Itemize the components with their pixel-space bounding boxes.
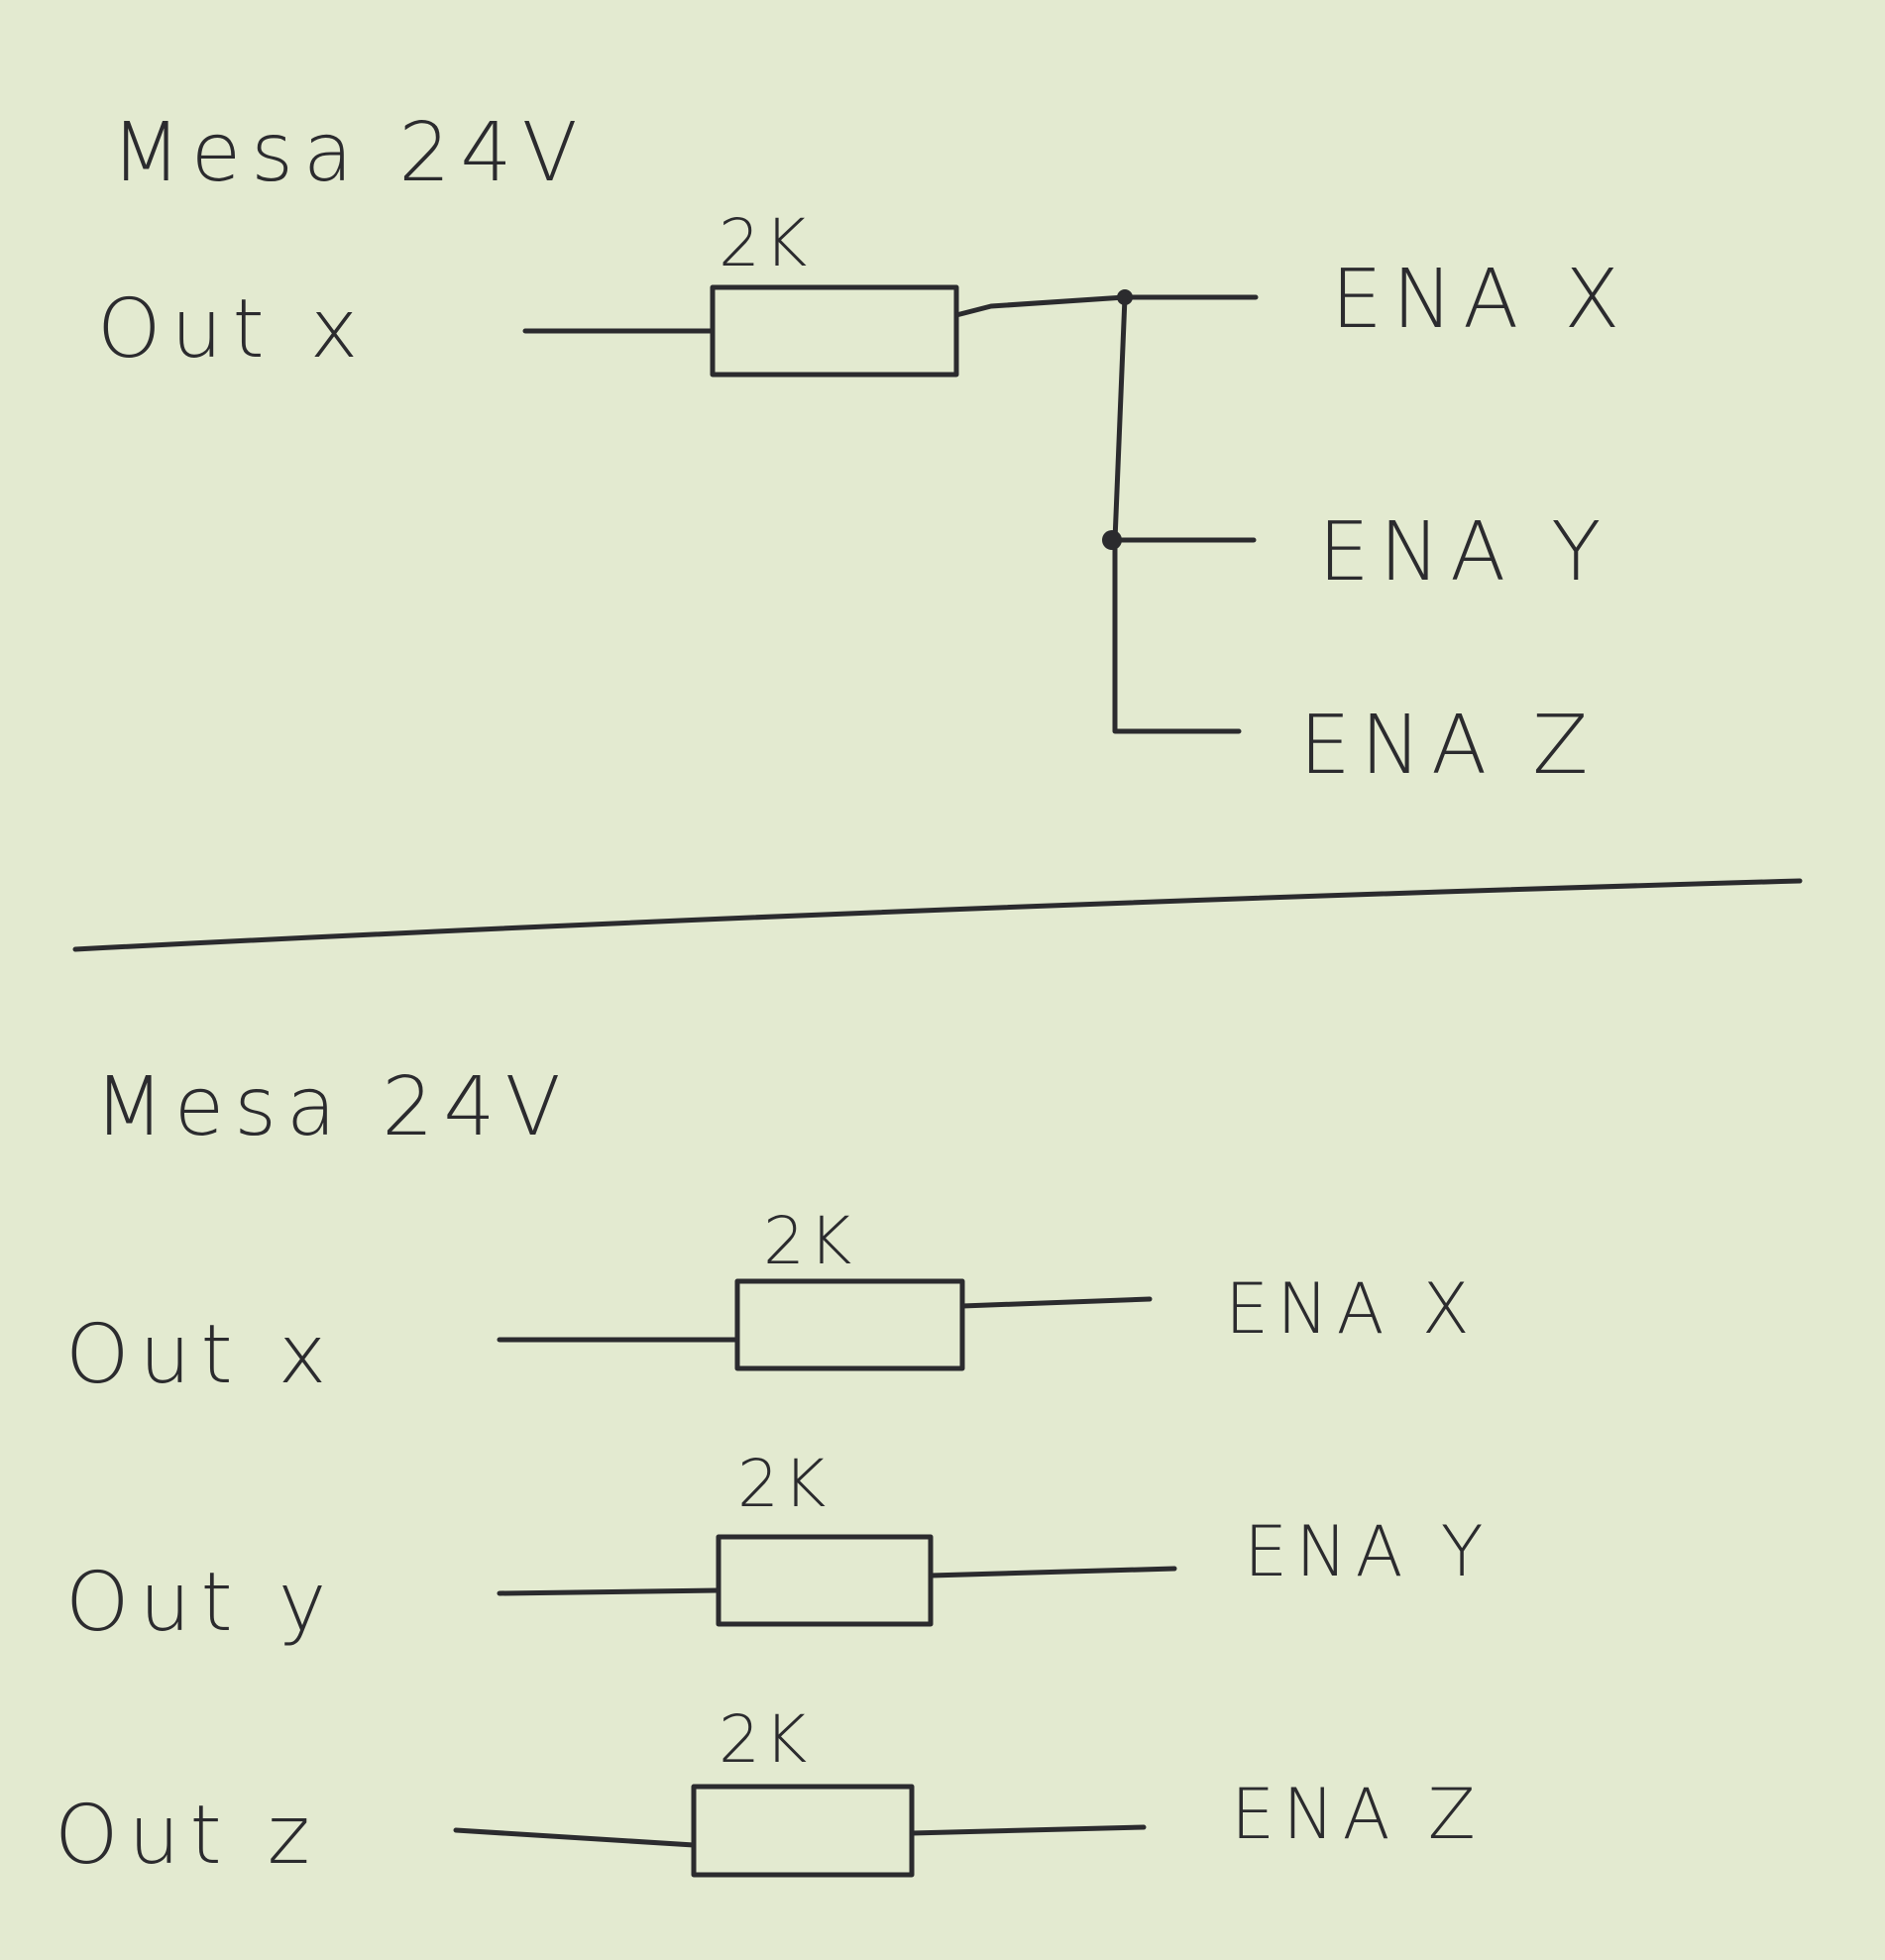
top-title: Mesa 24V [111, 106, 588, 200]
row-resistor-value: 2K [719, 1701, 811, 1778]
bottom-title: Mesa 24V [94, 1060, 571, 1154]
top-bus-wire [1112, 294, 1242, 734]
row-output-label: ENA Y [1244, 1511, 1492, 1592]
row-input-label: Out z [55, 1789, 320, 1883]
row-resistor [716, 1534, 934, 1627]
row-resistor [734, 1278, 965, 1371]
row-resistor-value: 2K [737, 1446, 830, 1522]
top-output-x: ENA X [1331, 253, 1630, 347]
row-input-wire [453, 1827, 697, 1848]
top-resistor-value: 2K [719, 205, 811, 281]
row-output-label: ENA Z [1231, 1774, 1484, 1855]
row-x: Out x 2K ENA X [65, 1203, 1478, 1402]
top-output-y: ENA Y [1318, 505, 1610, 599]
junction-dot [1102, 530, 1122, 550]
row-output-wire [909, 1824, 1147, 1836]
row-input-label: Out x [65, 1308, 336, 1402]
row-z: Out z 2K ENA Z [55, 1701, 1484, 1883]
row-output-wire [959, 1296, 1153, 1309]
row-y: Out y 2K ENA Y [65, 1446, 1492, 1650]
top-output-wire [953, 294, 1259, 318]
row-output-wire [928, 1566, 1177, 1579]
row-output-label: ENA X [1225, 1268, 1478, 1350]
top-circuit: Mesa 24V Out x 2K ENA X ENA Y ENA Z [97, 106, 1630, 793]
top-resistor [710, 284, 959, 378]
row-input-label: Out y [65, 1556, 336, 1650]
top-output-z: ENA Z [1299, 699, 1599, 793]
divider-line [72, 878, 1803, 952]
bottom-circuit: Mesa 24V Out x 2K ENA X Out y 2K ENA Y O… [55, 1060, 1492, 1883]
row-input-wire [497, 1587, 721, 1596]
top-input-label: Out x [97, 282, 368, 377]
row-resistor-value: 2K [763, 1203, 855, 1279]
